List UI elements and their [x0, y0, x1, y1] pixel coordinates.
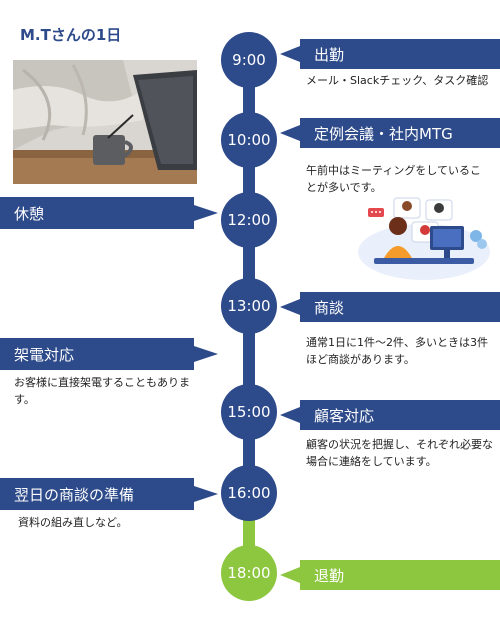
event-note-15: 顧客の状況を把握し、それぞれ必要な場合に連絡をしています。 — [306, 438, 493, 468]
time-node-15: 15:00 — [221, 384, 277, 440]
event-note-16: 資料の組み直しなど。 — [18, 516, 128, 529]
page-title: M.Tさんの1日 — [20, 26, 122, 44]
event-note-10: 午前中はミーティングをしていることが多いです。 — [306, 164, 482, 194]
event-note-13: 通常1日に1件〜2件、多いときは3件ほど商談があります。 — [306, 336, 488, 366]
event-ribbon-9: 出勤 — [300, 39, 500, 69]
online-meeting-illustration — [354, 196, 490, 282]
event-ribbon-10: 定例会議・社内MTG — [300, 118, 500, 148]
event-ribbon-16: 翌日の商談の準備 — [0, 478, 194, 510]
time-node-12: 12:00 — [221, 192, 277, 248]
event-ribbon-12: 休憩 — [0, 197, 194, 229]
event-ribbon-13: 商談 — [300, 292, 500, 322]
event-ribbon-15: 顧客対応 — [300, 400, 500, 430]
workspace-photo — [13, 60, 197, 184]
event-ribbon-call: 架電対応 — [0, 338, 194, 370]
event-ribbon-18: 退勤 — [300, 560, 500, 590]
time-node-10: 10:00 — [221, 112, 277, 168]
time-node-13: 13:00 — [221, 278, 277, 334]
time-node-18: 18:00 — [221, 545, 277, 601]
time-node-9: 9:00 — [221, 32, 277, 88]
event-note-call: お客様に直接架電することもあります。 — [14, 376, 190, 406]
event-note-9: メール・Slackチェック、タスク確認 — [306, 74, 489, 87]
time-node-16: 16:00 — [221, 465, 277, 521]
